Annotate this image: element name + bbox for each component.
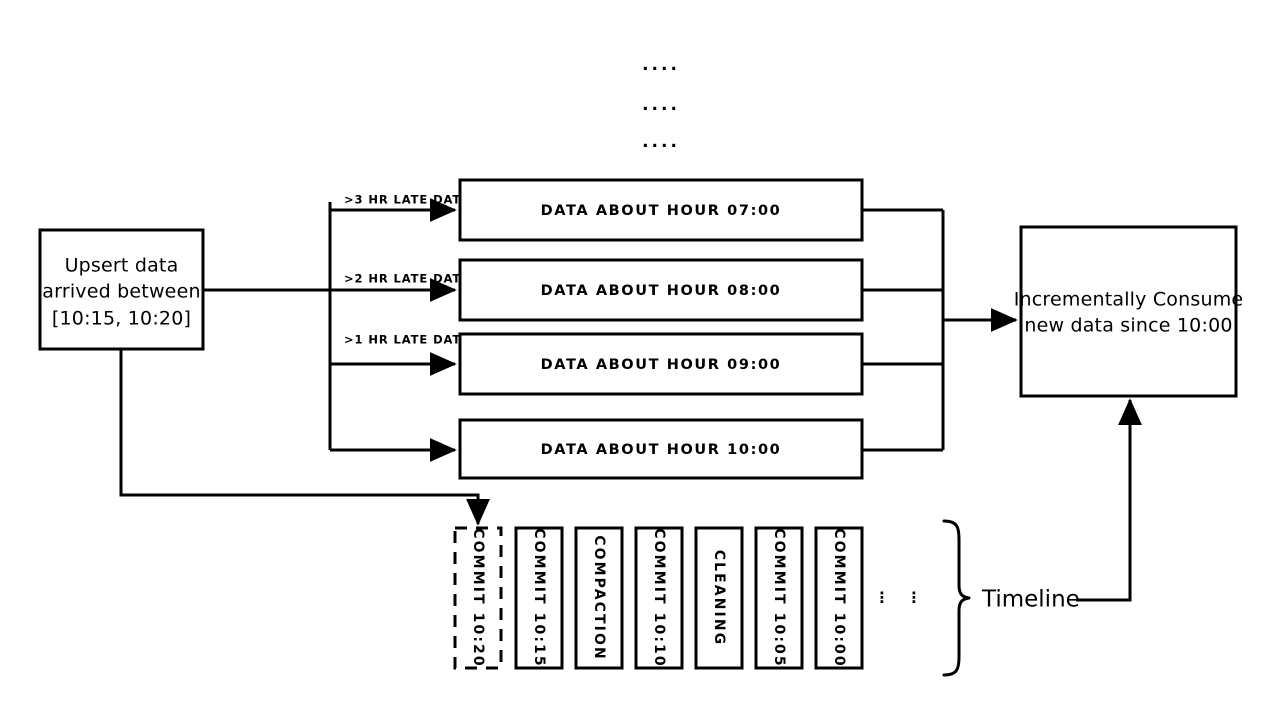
ellipsis-row-3: .... (642, 132, 680, 152)
consumer-box-incremental[interactable]: Incrementally Consume new data since 10:… (1014, 225, 1244, 398)
hour-box-0900-rect (458, 332, 864, 396)
label-late-3hr: >3 HR LATE DATA (344, 193, 470, 207)
source-box-line-3: [10:15, 10:20] (52, 308, 191, 330)
ellipsis-row-2: .... (642, 95, 680, 115)
arrow-timeline-to-consumer (1076, 398, 1142, 602)
timeline-item-compaction-rect (574, 526, 624, 670)
label-late-1hr: >1 HR LATE DATA (344, 333, 470, 347)
timeline-ellipsis-column-2: ⋮ (907, 589, 922, 607)
consumer-box-rect (1019, 225, 1238, 398)
timeline-item-cleaning-rect (694, 526, 744, 670)
timeline-item-commit-1020-label: COMMIT 10:20 (470, 528, 486, 667)
timeline-item-commit-1005-label: COMMIT 10:05 (771, 528, 787, 667)
source-box-rect (38, 228, 205, 351)
source-box-upsert[interactable]: Upsert data arrived between [10:15, 10:2… (38, 228, 205, 351)
timeline-bracket-label: Timeline (981, 587, 1080, 613)
timeline-item-cleaning-label: CLEANING (711, 550, 727, 647)
hour-box-1000-label: DATA ABOUT HOUR 10:00 (541, 442, 782, 458)
connector-source-to-fanout (203, 202, 332, 450)
timeline-item-commit-1015-label: COMMIT 10:15 (531, 528, 547, 667)
ellipsis-row-1: .... (642, 55, 680, 75)
hour-box-1000[interactable]: DATA ABOUT HOUR 10:00 (458, 418, 864, 480)
hour-box-0900[interactable]: DATA ABOUT HOUR 09:00 (458, 332, 864, 396)
ellipsis-rows-top: .... .... .... (642, 55, 680, 152)
consumer-box-line-1: Incrementally Consume (1014, 289, 1244, 311)
timeline-group: COMMIT 10:20 COMMIT 10:15 COMPACTION COM… (453, 398, 1142, 677)
connector-hours-to-consumer (862, 208, 1018, 452)
timeline-item-commit-1005-rect (754, 526, 804, 670)
timeline-item-commit-1020[interactable]: COMMIT 10:20 (453, 526, 503, 670)
connector-source-to-timeline (119, 349, 490, 526)
timeline-item-commit-1000-label: COMMIT 10:00 (831, 528, 847, 667)
hour-box-0700-label: DATA ABOUT HOUR 07:00 (541, 203, 782, 219)
timeline-item-commit-1010-label: COMMIT 10:10 (651, 528, 667, 667)
timeline-item-commit-1020-rect (453, 526, 503, 670)
hour-box-0700[interactable]: DATA ABOUT HOUR 07:00 (458, 178, 864, 242)
fanout-labels: >3 HR LATE DATA >2 HR LATE DATA >1 HR LA… (344, 193, 470, 347)
timeline-item-compaction-label: COMPACTION (591, 535, 607, 661)
timeline-item-commit-1000-rect (814, 526, 864, 670)
timeline-item-commit-1015-rect (514, 526, 564, 670)
source-box-line-1: Upsert data (65, 255, 179, 277)
hour-box-0900-label: DATA ABOUT HOUR 09:00 (541, 357, 782, 373)
arrow-source-to-commit-1020 (119, 349, 490, 526)
timeline-brace-icon (942, 519, 971, 677)
timeline-item-commit-1000[interactable]: COMMIT 10:00 (814, 526, 864, 670)
timeline-item-commit-1015[interactable]: COMMIT 10:15 (514, 526, 564, 670)
hour-box-1000-rect (458, 418, 864, 480)
timeline-item-commit-1010-rect (634, 526, 684, 670)
hour-box-0800[interactable]: DATA ABOUT HOUR 08:00 (458, 258, 864, 322)
timeline-item-compaction[interactable]: COMPACTION (574, 526, 624, 670)
timeline-item-commit-1005[interactable]: COMMIT 10:05 (754, 526, 804, 670)
source-box-line-2: arrived between (42, 281, 200, 303)
consumer-box-line-2: new data since 10:00 (1024, 315, 1232, 337)
label-late-2hr: >2 HR LATE DATA (344, 272, 470, 286)
timeline-item-commit-1010[interactable]: COMMIT 10:10 (634, 526, 684, 670)
timeline-ellipsis-column-1: ⋮ (875, 589, 890, 607)
connector-fanout-arrows (330, 198, 457, 462)
timeline-item-cleaning[interactable]: CLEANING (694, 526, 744, 670)
hour-box-0800-label: DATA ABOUT HOUR 08:00 (541, 283, 782, 299)
